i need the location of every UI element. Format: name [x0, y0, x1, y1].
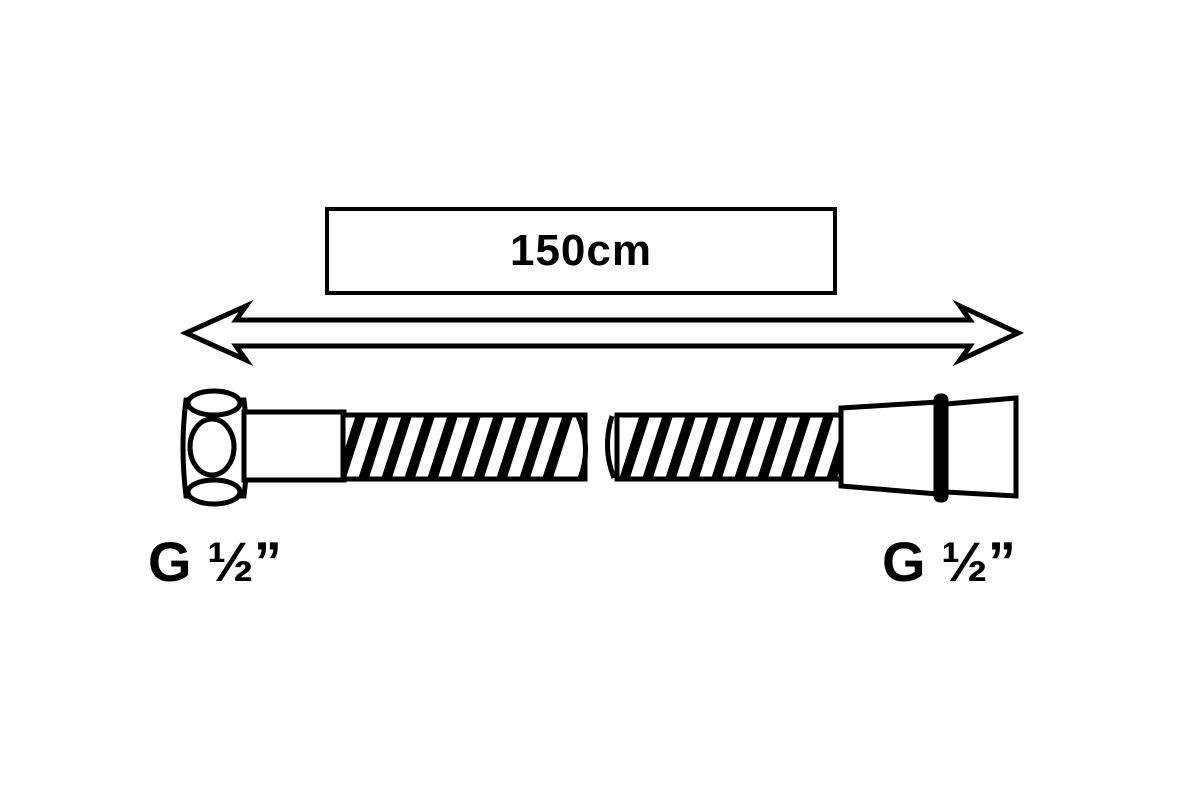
length-box: 150cm — [325, 207, 837, 295]
right-hose-coil — [604, 412, 844, 482]
hex-nut-icon — [180, 388, 347, 507]
left-thread-label: G ½” — [148, 530, 282, 593]
cone-fitting-icon — [838, 393, 1019, 503]
right-thread-label: G ½” — [882, 530, 1016, 593]
length-label: 150cm — [509, 226, 652, 275]
left-hose-coil — [340, 412, 589, 482]
double-arrow-icon — [179, 299, 1024, 367]
